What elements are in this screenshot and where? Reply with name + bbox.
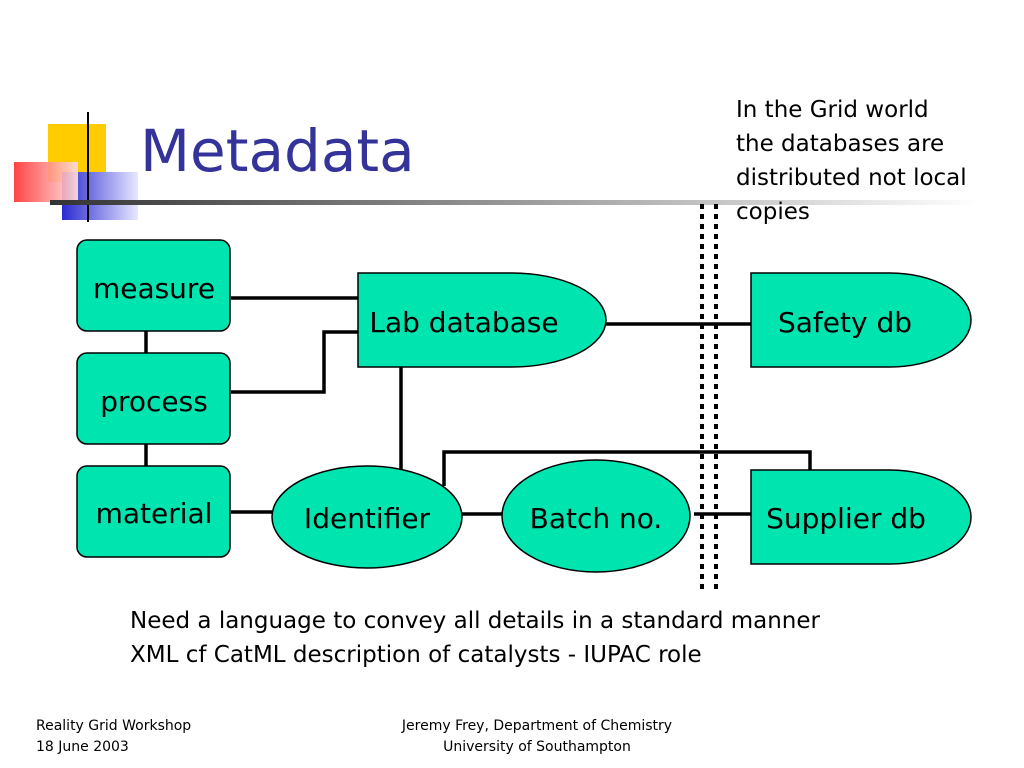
node-batch-no-label: Batch no. (529, 502, 663, 535)
node-safety-db-label: Safety db (777, 306, 913, 339)
node-lab-database-label: Lab database (369, 306, 559, 339)
node-process (76, 352, 231, 445)
grid-note-line: In the Grid world (736, 97, 929, 123)
node-identifier (271, 465, 463, 569)
footer-institution: University of Southampton (443, 739, 631, 755)
node-material (76, 465, 231, 558)
title-underline (50, 200, 980, 205)
node-measure (76, 239, 231, 332)
node-material-label: material (95, 497, 213, 530)
summary-line: Need a language to convey all details in… (130, 608, 820, 634)
node-supplier-db-label: Supplier db (766, 502, 926, 535)
footer-event: Reality Grid Workshop (36, 718, 192, 734)
grid-note-line: the databases are (736, 131, 945, 157)
node-safety-db (750, 272, 972, 368)
summary-line: XML cf CatML description of catalysts - … (130, 642, 702, 668)
footer-center: Jeremy Frey, Department of Chemistry Uni… (380, 716, 694, 758)
page-title: Metadata (140, 117, 415, 185)
node-lab-database (357, 272, 607, 368)
distribution-boundary (700, 204, 718, 594)
node-supplier-db (750, 469, 972, 565)
node-batch-no (501, 459, 691, 573)
summary-text: Need a language to convey all details in… (130, 604, 820, 672)
node-measure-label: measure (92, 272, 216, 305)
footer-date: 18 June 2003 (36, 739, 129, 755)
grid-note-line: distributed not local (736, 165, 967, 191)
node-process-label: process (100, 385, 208, 418)
connectors (144, 296, 812, 516)
grid-note: In the Grid world the databases are dist… (736, 93, 967, 229)
footer-left: Reality Grid Workshop 18 June 2003 (36, 716, 191, 758)
footer-author: Jeremy Frey, Department of Chemistry (401, 718, 673, 734)
nodes (76, 239, 972, 573)
grid-note-line: copies (736, 199, 810, 225)
slide-logo (14, 112, 138, 222)
node-identifier-label: Identifier (303, 502, 431, 535)
